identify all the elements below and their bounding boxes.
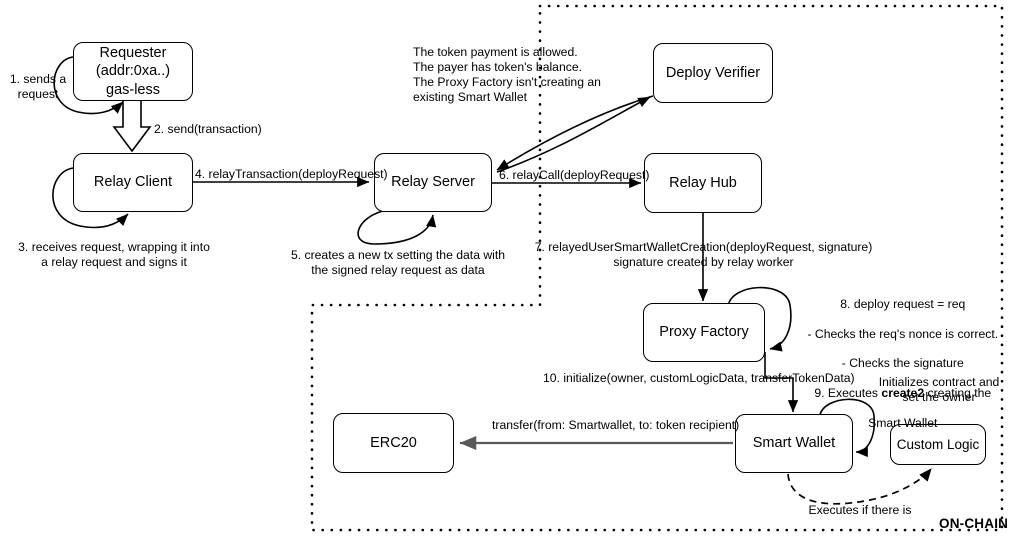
arrow-executes-custom-logic bbox=[787, 468, 932, 505]
arrow-smartwallet-self bbox=[819, 398, 876, 458]
label-step-8-line3: - Checks the signature bbox=[841, 356, 964, 371]
node-smart-wallet[interactable]: Smart Wallet bbox=[735, 414, 853, 473]
label-step-4: 4. relayTransaction(deployRequest) bbox=[195, 167, 388, 181]
label-step-8-9: 8. deploy request = req - Checks the req… bbox=[789, 282, 1003, 446]
label-step-7: 7. relayedUserSmartWalletCreation(deploy… bbox=[534, 240, 873, 269]
arrow-send-transaction bbox=[112, 99, 152, 153]
node-custom-logic-label: Custom Logic bbox=[896, 436, 980, 452]
label-step-9-create2: create2 bbox=[881, 386, 925, 401]
node-relay-client[interactable]: Relay Client bbox=[73, 153, 193, 212]
arrow-initialize bbox=[764, 352, 799, 413]
node-relay-client-label: Relay Client bbox=[93, 174, 173, 191]
arrow-server-to-verifier bbox=[496, 96, 651, 173]
label-step-1: 1. sends a request bbox=[9, 72, 67, 101]
label-step-6: 6. relayCall(deployRequest) bbox=[499, 168, 650, 182]
label-step-9-line2: Smart Wallet bbox=[868, 415, 938, 430]
label-executes-if-there-is: Executes if there is bbox=[808, 503, 912, 517]
node-proxy-factory[interactable]: Proxy Factory bbox=[643, 303, 765, 362]
label-initializes-contract: Initializes contract and set the owner bbox=[878, 375, 1000, 404]
arrow-requester-self bbox=[53, 56, 124, 115]
label-step-9-prefix: 9. Executes bbox=[814, 386, 882, 401]
label-step-9-suffix: creating the bbox=[924, 386, 992, 401]
arrow-relayclient-self bbox=[52, 167, 129, 229]
arrow-proxyfactory-self bbox=[727, 286, 792, 352]
label-step-8-line2: - Checks the req's nonce is correct. bbox=[807, 326, 999, 341]
node-relay-server-label: Relay Server bbox=[391, 174, 475, 191]
label-transfer: transfer(from: Smartwallet, to: token re… bbox=[492, 418, 740, 432]
node-erc20-label: ERC20 bbox=[370, 434, 417, 451]
arrow-relayserver-self bbox=[357, 210, 437, 245]
node-smart-wallet-label: Smart Wallet bbox=[752, 435, 836, 452]
label-on-chain: ON-CHAIN bbox=[939, 516, 1009, 531]
node-erc20[interactable]: ERC20 bbox=[333, 413, 454, 473]
label-step-3: 3. receives request, wrapping it into a … bbox=[18, 240, 210, 269]
node-relay-server[interactable]: Relay Server bbox=[374, 153, 492, 212]
label-verifier-conditions: The token payment is allowed. The payer … bbox=[413, 45, 601, 104]
node-deploy-verifier[interactable]: Deploy Verifier bbox=[653, 43, 773, 103]
label-step-10: 10. initialize(owner, customLogicData, t… bbox=[543, 371, 855, 385]
node-relay-hub[interactable]: Relay Hub bbox=[644, 153, 762, 213]
label-step-2: 2. send(transaction) bbox=[154, 122, 262, 136]
node-proxy-factory-label: Proxy Factory bbox=[659, 324, 749, 341]
node-requester[interactable]: Requester (addr:0xa..) gas-less bbox=[73, 42, 193, 101]
label-step-5: 5. creates a new tx setting the data wit… bbox=[290, 248, 506, 277]
label-step-8-line1: 8. deploy request = req bbox=[840, 296, 966, 311]
node-requester-label: Requester (addr:0xa..) gas-less bbox=[95, 44, 171, 98]
node-custom-logic[interactable]: Custom Logic bbox=[890, 424, 986, 465]
node-deploy-verifier-label: Deploy Verifier bbox=[665, 64, 761, 81]
node-relay-hub-label: Relay Hub bbox=[669, 174, 737, 191]
arrow-verifier-to-server bbox=[496, 95, 654, 171]
